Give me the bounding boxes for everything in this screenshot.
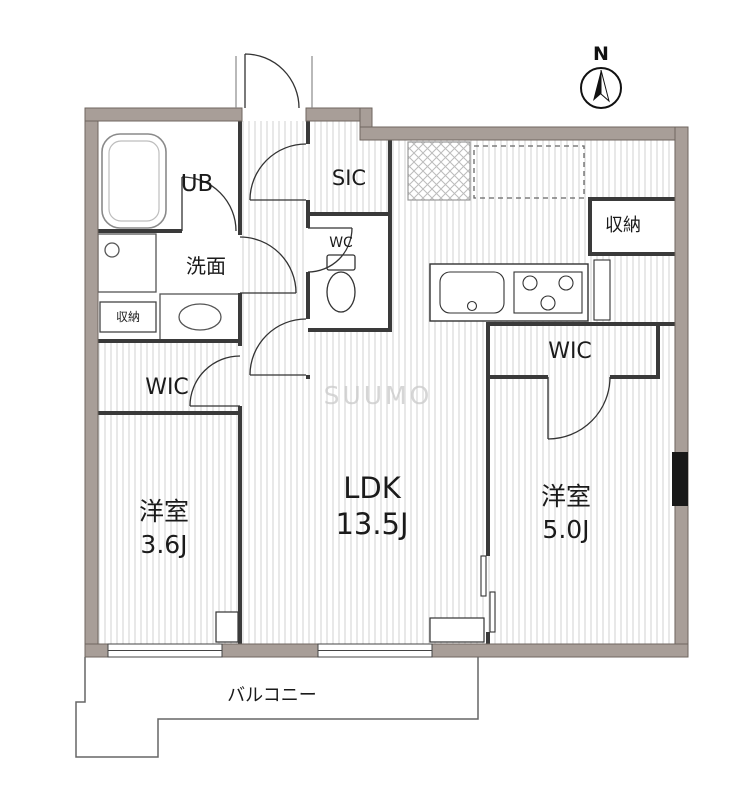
wc-door-arc bbox=[307, 227, 353, 273]
bathtub-inner bbox=[108, 140, 160, 222]
hall-ldk-door-arc bbox=[249, 318, 307, 376]
label-senmen: 洗面 bbox=[186, 254, 226, 278]
kitchen-sink bbox=[439, 271, 505, 314]
burner-icon bbox=[540, 295, 556, 311]
room-left-floor bbox=[98, 415, 238, 644]
label-room-left-size: 3.6J bbox=[140, 530, 187, 559]
wall bbox=[98, 339, 242, 343]
doors bbox=[181, 53, 611, 440]
room-right-floor bbox=[488, 375, 675, 644]
labels: UB 洗面 収納 WIC 洋室 3.6J SIC WC LDK 13.5J 収納… bbox=[116, 166, 641, 706]
sliding-door bbox=[480, 555, 496, 633]
hallway-floor-patch bbox=[308, 121, 372, 141]
wall bbox=[306, 375, 310, 379]
wall bbox=[486, 322, 679, 326]
wall bbox=[98, 411, 242, 415]
bathtub bbox=[101, 133, 167, 229]
hallway-floor bbox=[238, 121, 308, 644]
label-ldk-name: LDK bbox=[343, 471, 401, 505]
watermark: SUUMO bbox=[324, 381, 433, 410]
vanity-sink bbox=[178, 303, 222, 331]
label-storage-small: 収納 bbox=[116, 310, 140, 324]
balcony-outline bbox=[75, 657, 479, 758]
wall bbox=[308, 328, 392, 332]
wall-top bbox=[84, 107, 243, 122]
wc-area bbox=[308, 216, 388, 328]
cupboard-dashed-space bbox=[473, 145, 585, 199]
wall-bottom bbox=[221, 643, 319, 658]
label-room-left-name: 洋室 bbox=[139, 497, 189, 526]
pipe-space-left bbox=[215, 611, 239, 643]
toilet-tank bbox=[326, 254, 356, 271]
wall-bottom bbox=[84, 643, 109, 658]
wall bbox=[238, 293, 242, 346]
label-ldk-size: 13.5J bbox=[335, 507, 408, 541]
toilet-icon bbox=[326, 271, 356, 313]
interior-walls bbox=[98, 121, 679, 644]
windows bbox=[107, 643, 433, 658]
wall bbox=[656, 326, 660, 379]
sliding-door-panel bbox=[489, 591, 496, 633]
tall-cabinet bbox=[593, 259, 611, 321]
wall-top-right bbox=[359, 126, 689, 141]
label-room-right-name: 洋室 bbox=[541, 482, 591, 511]
refrigerator-space bbox=[407, 141, 471, 201]
storage-small-box bbox=[99, 301, 157, 333]
wall bbox=[238, 121, 242, 235]
label-room-right-size: 5.0J bbox=[542, 515, 589, 544]
label-wic-right: WIC bbox=[548, 339, 592, 364]
label-ub: UB bbox=[181, 171, 214, 197]
compass-needle-dark bbox=[593, 70, 601, 101]
wall bbox=[588, 252, 679, 256]
wall bbox=[610, 375, 656, 379]
wall bbox=[588, 197, 592, 256]
sic-door-arc bbox=[249, 143, 307, 201]
exterior-lines bbox=[235, 56, 313, 108]
room-right-door-arc bbox=[547, 376, 611, 440]
label-wc: WC bbox=[329, 235, 353, 251]
burner-icon bbox=[558, 275, 574, 291]
wic-right-floor bbox=[488, 326, 675, 375]
wall bbox=[486, 326, 490, 556]
label-storage-right: 収納 bbox=[605, 215, 641, 236]
wall bbox=[238, 406, 242, 644]
bathroom-door-arc bbox=[181, 176, 237, 232]
wall bbox=[488, 375, 548, 379]
wall bbox=[388, 140, 392, 332]
wall-bottom bbox=[431, 643, 689, 658]
entrance-door-arc bbox=[244, 53, 300, 109]
kitchen-counter bbox=[429, 263, 589, 322]
outer-walls bbox=[84, 107, 689, 658]
fixtures bbox=[97, 133, 611, 643]
wall bbox=[306, 121, 310, 144]
wall bbox=[306, 272, 310, 319]
washer-space bbox=[97, 233, 157, 293]
window-right-dark bbox=[672, 452, 688, 506]
wall bbox=[308, 212, 392, 216]
wall-left bbox=[84, 107, 99, 658]
compass-needle-light bbox=[600, 69, 610, 103]
storage-right-area bbox=[592, 201, 675, 252]
north-compass: N bbox=[580, 43, 622, 109]
wall-right bbox=[674, 126, 689, 658]
label-sic: SIC bbox=[332, 166, 366, 190]
wic-left-door-arc bbox=[189, 355, 241, 407]
compass-n-label: N bbox=[593, 43, 609, 65]
washer-faucet-icon bbox=[104, 242, 120, 258]
low-counter-box bbox=[429, 617, 485, 643]
sliding-door-panel bbox=[480, 555, 487, 597]
wall bbox=[486, 632, 490, 644]
sink-drain-icon bbox=[466, 300, 478, 312]
wall bbox=[592, 197, 679, 201]
wall bbox=[98, 229, 182, 233]
wic-left-floor bbox=[98, 341, 238, 415]
washroom-door-arc bbox=[239, 236, 297, 294]
label-wic-left: WIC bbox=[145, 375, 189, 400]
burner-icon bbox=[522, 275, 538, 291]
stove bbox=[513, 271, 583, 314]
label-balcony: バルコニー bbox=[227, 685, 317, 706]
